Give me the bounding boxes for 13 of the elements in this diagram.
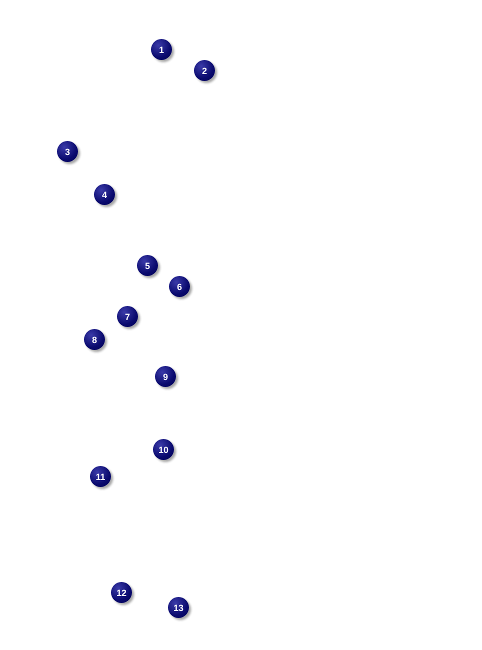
callout-number: 11 (90, 466, 111, 487)
callout-number: 4 (94, 184, 115, 205)
callout-number: 13 (168, 597, 189, 618)
callout-number: 3 (57, 141, 78, 162)
callout-number: 8 (84, 329, 105, 350)
callout-number: 2 (194, 60, 215, 81)
callout-number: 5 (137, 255, 158, 276)
callout-number: 6 (169, 276, 190, 297)
callout-number: 1 (151, 39, 172, 60)
callout-number: 7 (117, 306, 138, 327)
callout-number: 9 (155, 366, 176, 387)
callout-number: 10 (153, 439, 174, 460)
callout-number: 12 (111, 582, 132, 603)
